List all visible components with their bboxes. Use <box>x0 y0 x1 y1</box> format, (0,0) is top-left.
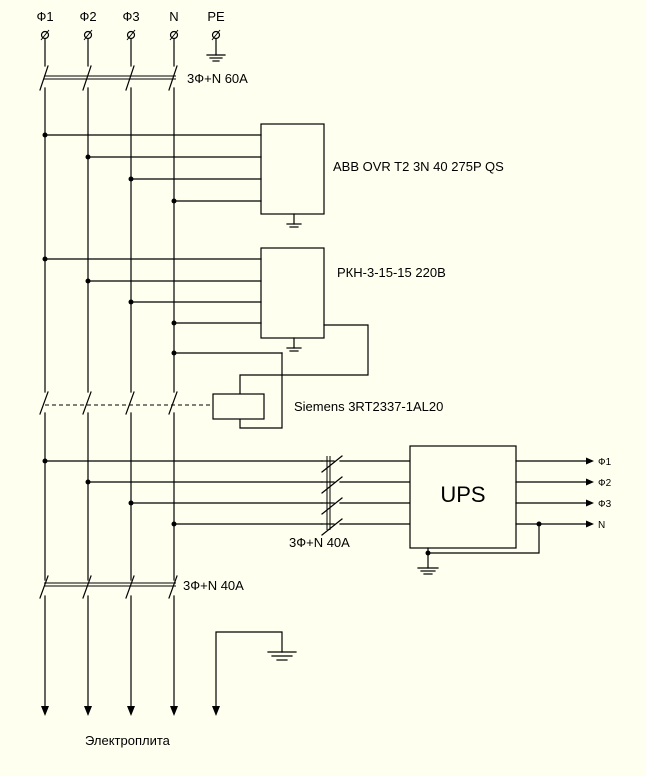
contactor-label: Siemens 3RT2337-1AL20 <box>294 399 443 414</box>
main-breaker-label: 3Ф+N 60A <box>187 71 248 86</box>
ups-out-l1-label: Ф1 <box>598 457 612 468</box>
ups-out-l3-label: Ф3 <box>598 499 612 510</box>
surge-protector-label: ABB OVR T2 3N 40 275P QS <box>333 159 504 174</box>
bottom-breaker <box>39 575 178 599</box>
ups-breaker-label: 3Ф+N 40A <box>289 535 350 550</box>
bus-lines <box>44 38 283 707</box>
arrow-load-l3-icon <box>127 706 135 716</box>
load-label: Электроплита <box>85 733 171 748</box>
voltage-relay <box>42 247 325 352</box>
input-terminals <box>40 29 221 41</box>
arrow-out-l2-icon <box>586 478 594 486</box>
pe-ground-icon <box>206 38 226 62</box>
input-label-l3: Ф3 <box>122 9 139 24</box>
surge-protector-ground-icon <box>286 213 302 228</box>
ups-out-l2-label: Ф2 <box>598 478 612 489</box>
arrow-load-pe-icon <box>212 706 220 716</box>
arrow-out-l3-icon <box>586 499 594 507</box>
load-arrows <box>41 706 220 716</box>
ups-label: UPS <box>440 482 485 507</box>
voltage-relay-label: РКН-3-15-15 220В <box>337 265 446 280</box>
contactor-coil <box>212 393 265 420</box>
surge-protector <box>42 123 325 228</box>
arrow-load-l2-icon <box>84 706 92 716</box>
ups-section <box>42 445 594 575</box>
ups-ground-icon <box>417 547 439 575</box>
input-label-n: N <box>169 9 178 24</box>
load-ground-icon <box>267 651 297 661</box>
main-breaker <box>39 65 178 91</box>
input-label-pe: PE <box>207 9 225 24</box>
input-label-l1: Ф1 <box>36 9 53 24</box>
ups-out-n-label: N <box>598 520 605 531</box>
arrow-out-l1-icon <box>586 457 594 465</box>
arrow-out-n-icon <box>586 520 594 528</box>
ups-box <box>409 445 517 549</box>
arrow-load-l1-icon <box>41 706 49 716</box>
ups-breaker <box>321 455 411 536</box>
bottom-breaker-label: 3Ф+N 40A <box>183 578 244 593</box>
contactor-coil-circuit <box>39 324 369 429</box>
voltage-relay-ground-icon <box>286 337 302 352</box>
arrow-load-n-icon <box>170 706 178 716</box>
input-label-l2: Ф2 <box>79 9 96 24</box>
